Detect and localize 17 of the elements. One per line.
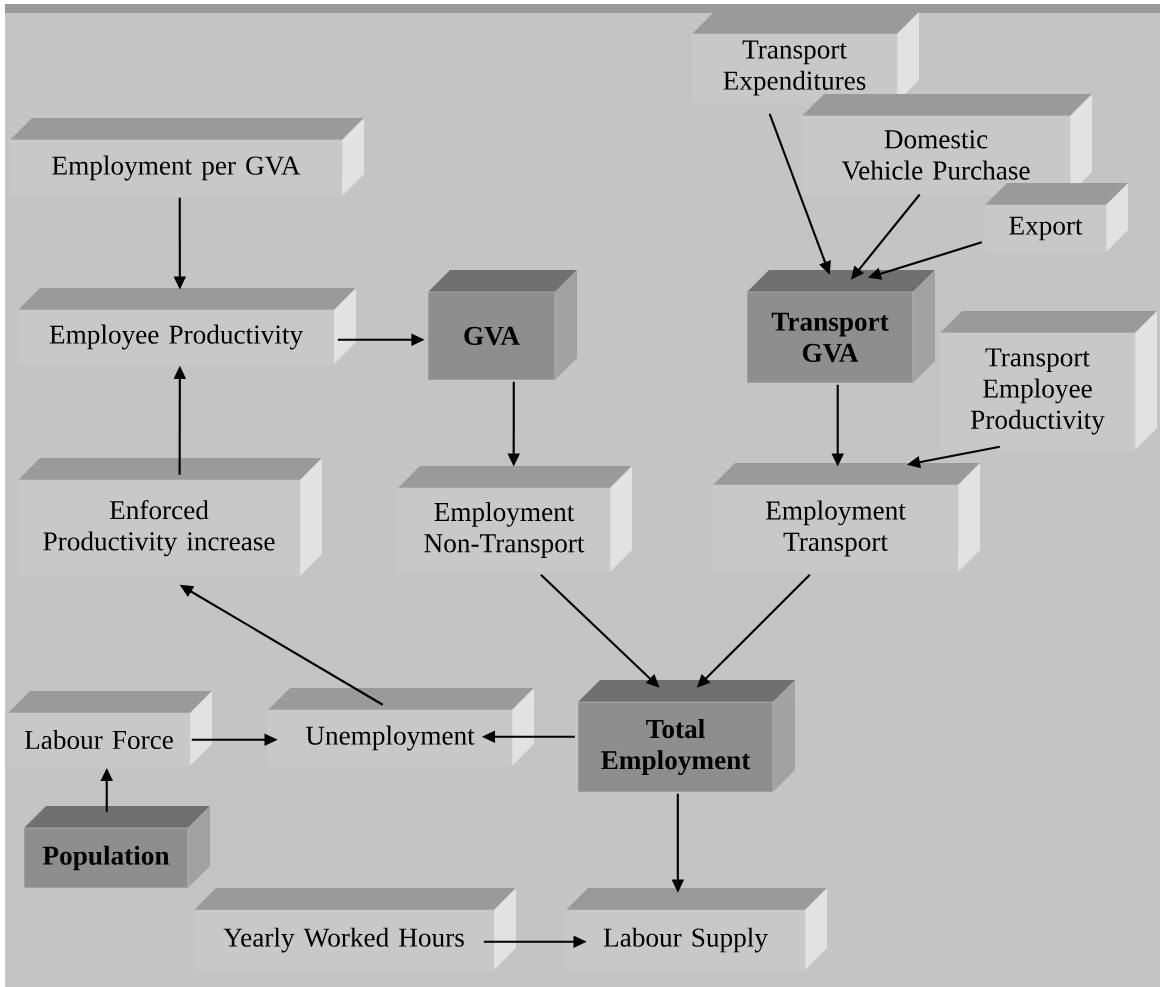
block-3d: Unemployment xyxy=(267,688,535,767)
block-3d: Transport GVA xyxy=(746,270,935,384)
block-3d: GVA xyxy=(427,270,577,381)
block-3d: Yearly Worked Hours xyxy=(193,888,516,971)
block-3d: Labour Force xyxy=(7,691,212,767)
block-3d: Enforced Productivity increase xyxy=(17,458,322,577)
block-3d: Employee Productivity xyxy=(17,288,356,365)
block-3d: Employment Transport xyxy=(712,463,980,573)
block-3d: Export xyxy=(984,183,1129,253)
block-3d: Labour Supply xyxy=(565,888,828,971)
block-3d: Employment per GVA xyxy=(9,118,364,197)
block-3d: Population xyxy=(23,806,210,889)
block-3d: Total Employment xyxy=(577,680,795,793)
block-3d: Transport Employee Productivity xyxy=(939,311,1158,451)
block-3d: Transport Expenditures xyxy=(691,12,919,103)
block-3d: Employment Non-Transport xyxy=(397,466,632,573)
block-3d: Domestic Vehicle Purchase xyxy=(801,94,1092,195)
